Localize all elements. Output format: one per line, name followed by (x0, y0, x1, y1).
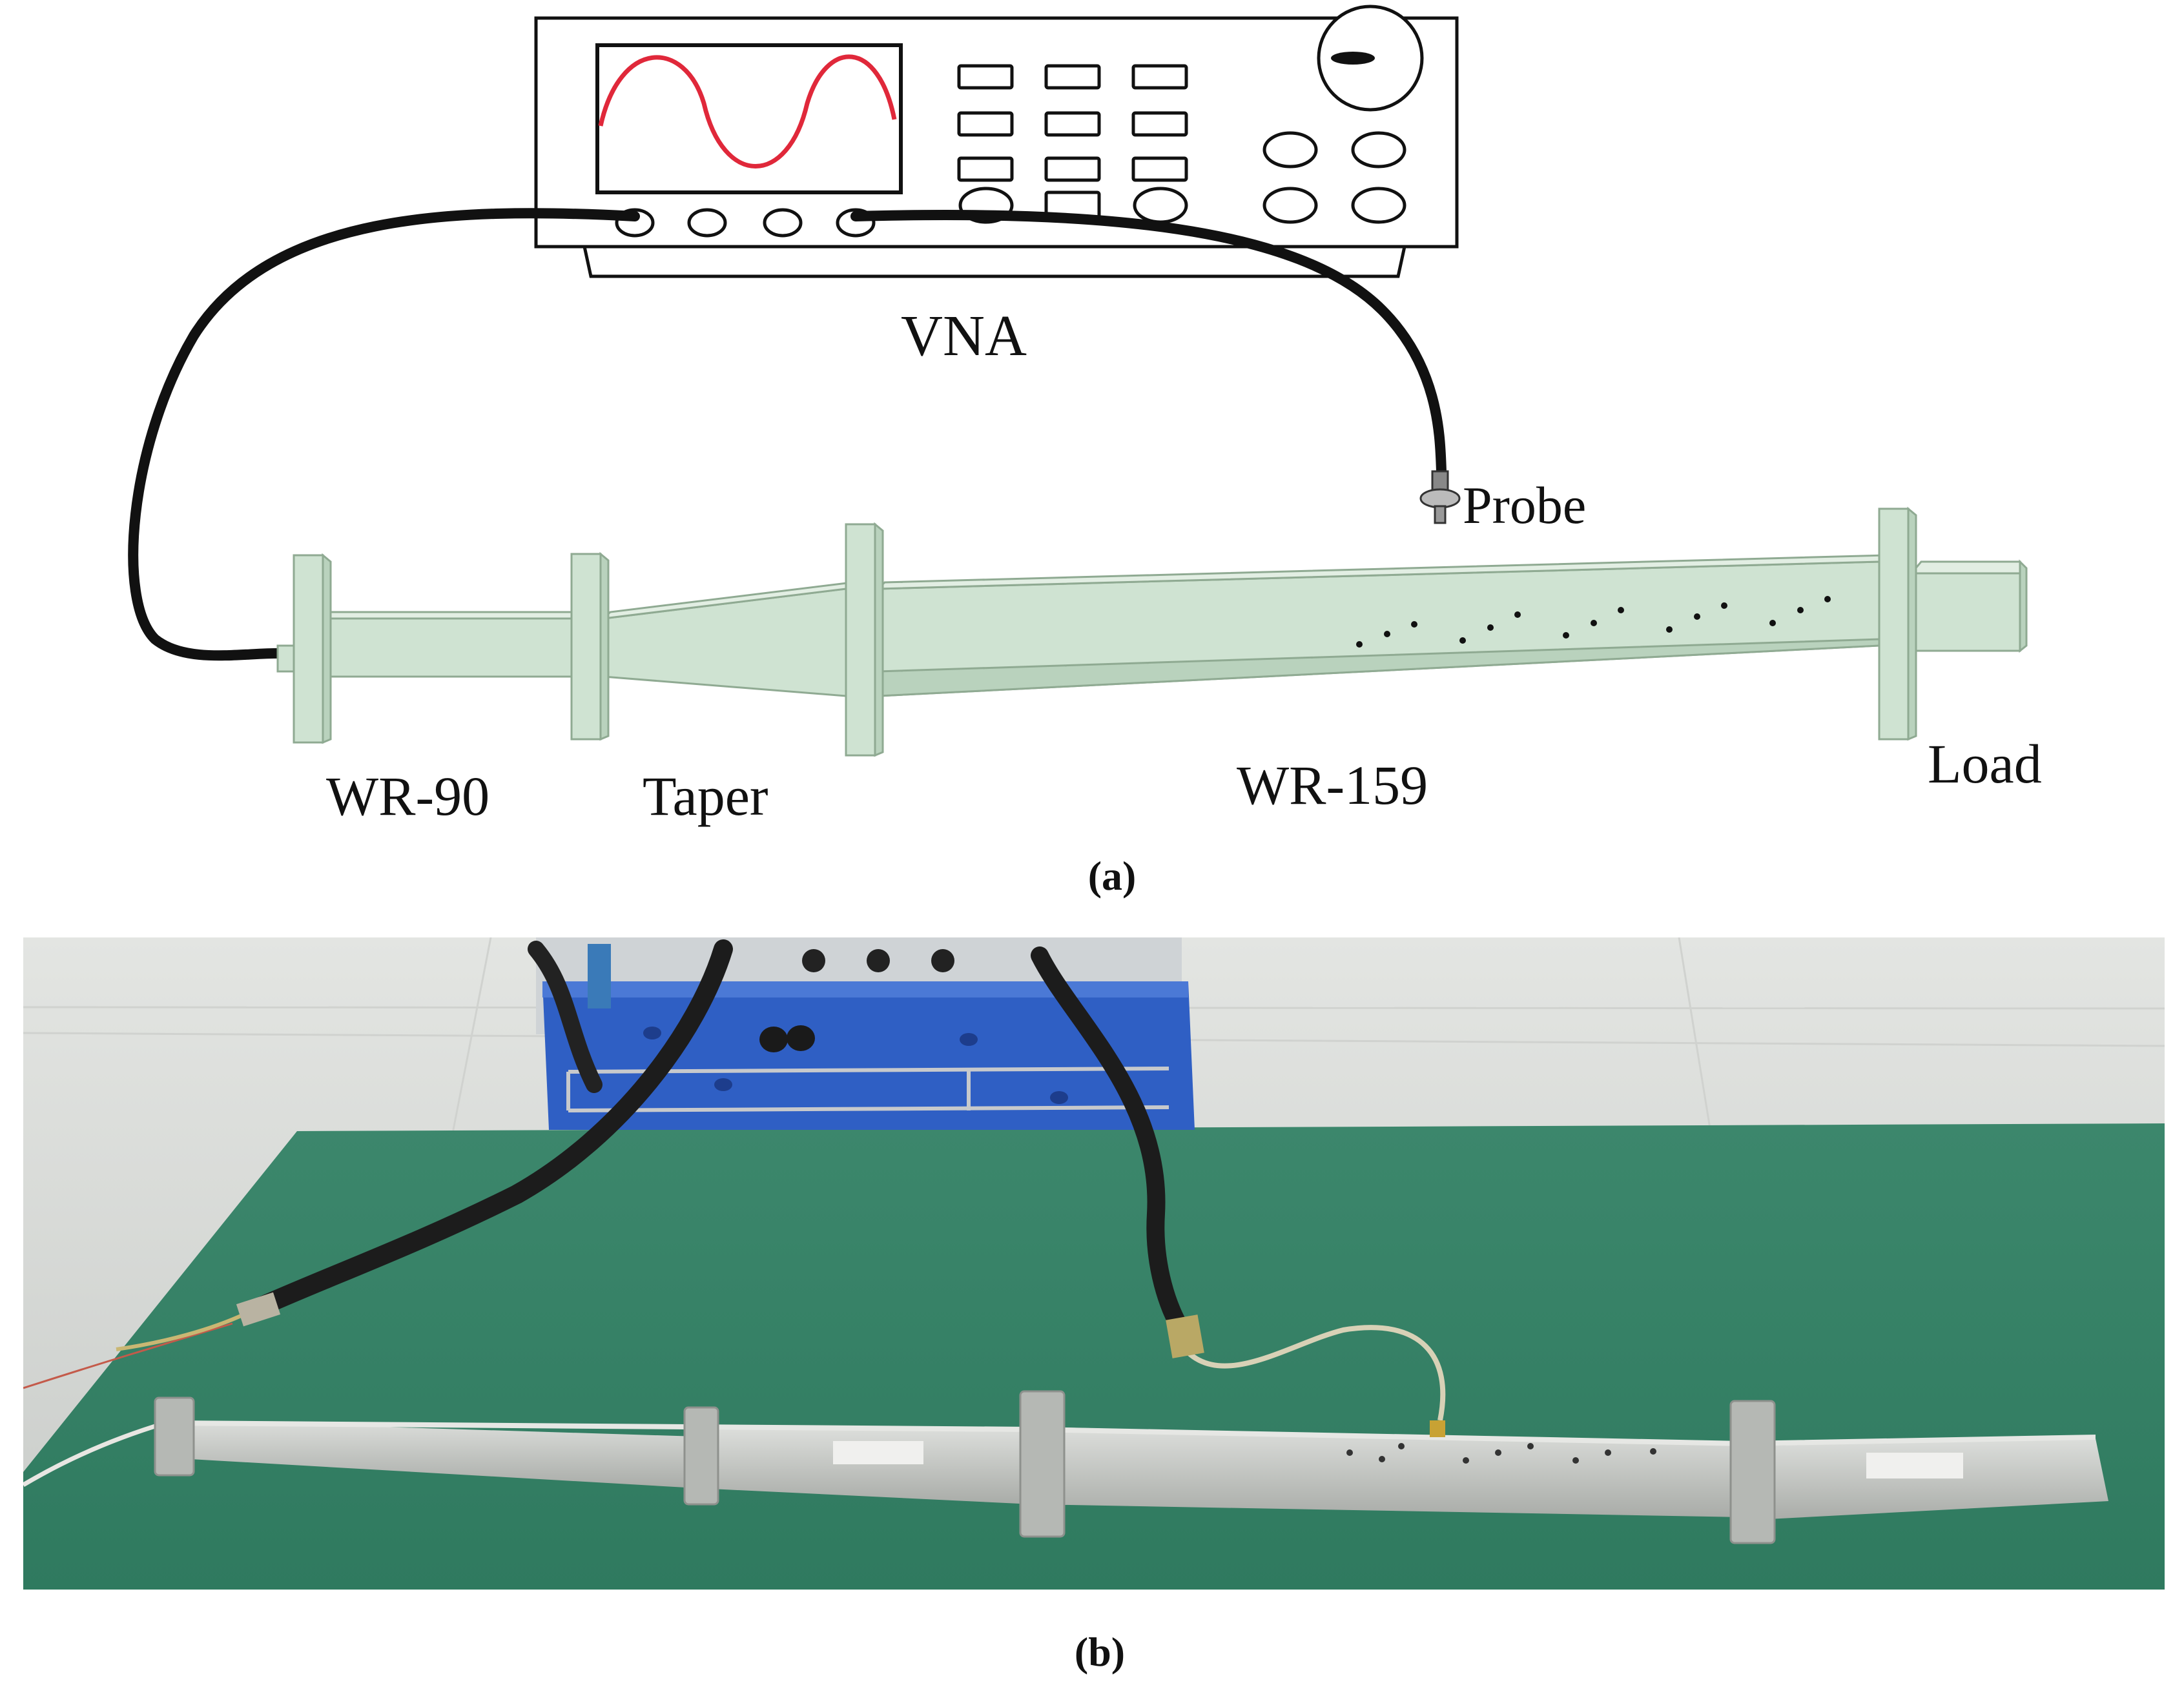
vna-screen (595, 43, 903, 194)
panel-a-schematic: Probe (128, 5, 2042, 899)
green-mat (23, 1123, 2165, 1590)
taper-section (601, 580, 856, 697)
sine-wave-trace (598, 54, 897, 169)
photo-red-wire (23, 1322, 233, 1389)
vna-round-buttons (1262, 131, 1406, 224)
wr159-label: WR-159 (1237, 754, 1428, 816)
probe-icon (1419, 470, 1461, 524)
probe-label: Probe (1463, 476, 1586, 535)
flange-wr159-load (1878, 506, 1917, 741)
vna-port-2 (687, 208, 727, 238)
panel-b-photo: (b) (23, 937, 2165, 1675)
vna-instrument (534, 5, 1459, 278)
photo-cable-right (1031, 946, 1191, 1339)
wr90-section (320, 611, 593, 678)
load-label: Load (1928, 733, 2042, 795)
panel-a-caption: (a) (1088, 853, 1137, 899)
cable-port1-to-wr90 (128, 208, 640, 661)
photo-waveguide (154, 1390, 2108, 1544)
panel-b-caption: (b) (1075, 1629, 1125, 1675)
wr90-label: WR-90 (326, 765, 489, 827)
taper-label: Taper (643, 765, 768, 827)
vna-knob (1317, 5, 1424, 112)
waveguide-assembly (276, 506, 2028, 757)
cable-port4-to-probe (850, 210, 1447, 476)
vna-port-3 (763, 208, 803, 238)
wr159-section (876, 554, 1888, 697)
flange-wr90-input (276, 553, 332, 744)
vna-label: VNA (901, 304, 1027, 368)
load-section (1909, 559, 2028, 653)
photo-cable-left-top (528, 941, 603, 1093)
flange-taper-wr159 (845, 522, 884, 757)
flange-wr90-taper (570, 551, 610, 741)
vna-keypad (957, 64, 1188, 224)
photo-cable-left (242, 939, 733, 1320)
measurement-holes (1356, 596, 1831, 648)
photo-input-cable (116, 1309, 253, 1351)
photo-semi-rigid-cable (1186, 1325, 1446, 1421)
